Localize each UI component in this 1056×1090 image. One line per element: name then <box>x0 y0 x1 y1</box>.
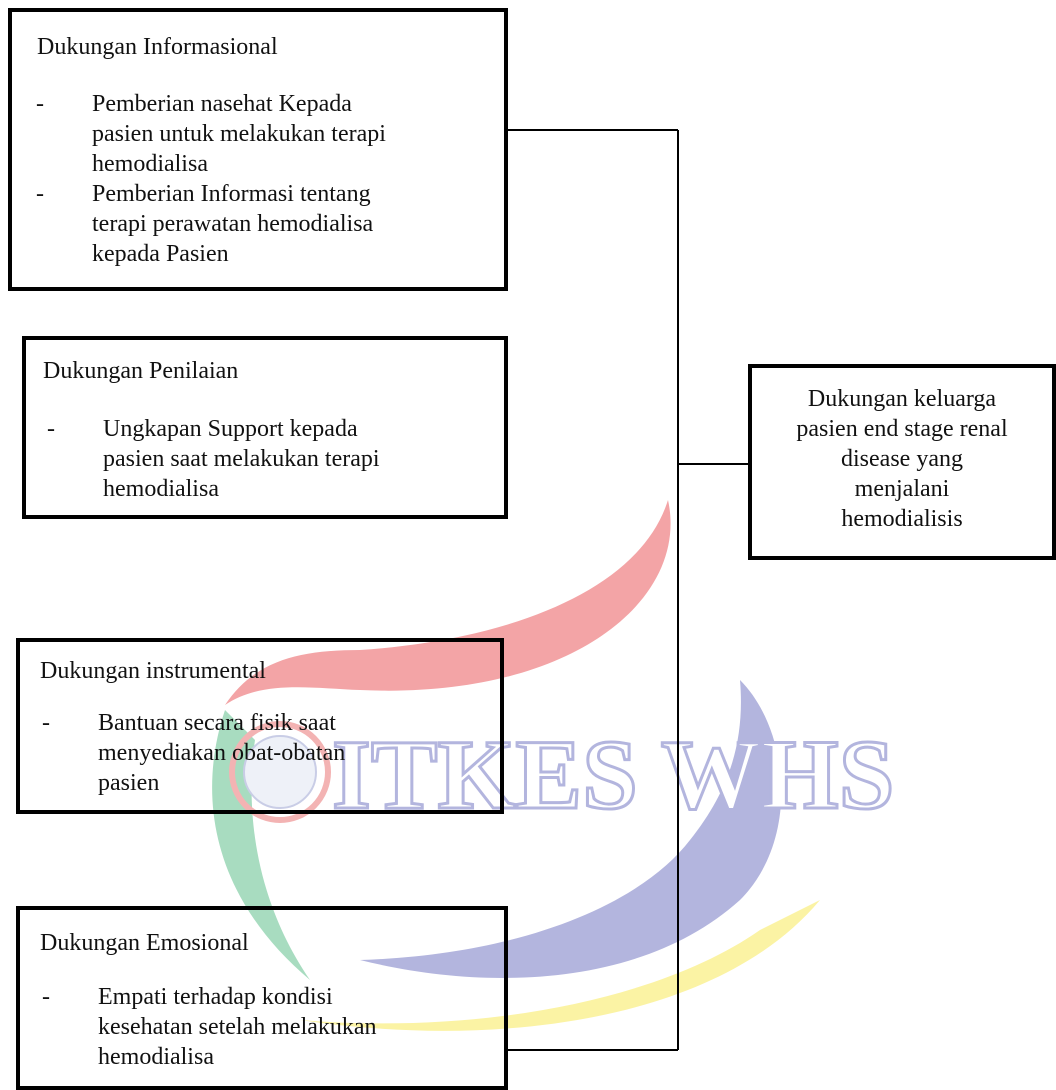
target-text: Dukungan keluarga pasien end stage renal… <box>752 384 1052 534</box>
box-dukungan-instrumental: Dukungan instrumental - Bantuan secara f… <box>16 638 504 814</box>
list-item: - Ungkapan Support kepada pasien saat me… <box>47 414 380 504</box>
target-line: menjalani <box>854 476 950 502</box>
list-item-line: Empati terhadap kondisi <box>98 984 333 1010</box>
bullet-dash: - <box>42 710 50 736</box>
globe-emblem-icon <box>229 721 331 823</box>
watermark-yellow-arc <box>300 900 820 1031</box>
list-item-line: Pemberian Informasi tentang <box>92 181 371 207</box>
list-item: - Pemberian nasehat Kepada pasien untuk … <box>36 89 386 179</box>
bullet-list: - Empati terhadap kondisi kesehatan sete… <box>42 982 377 1072</box>
list-item-line: hemodialisa <box>103 476 219 502</box>
list-item-line: hemodialisa <box>98 1044 214 1070</box>
bullet-dash: - <box>36 91 44 117</box>
bullet-dash: - <box>36 181 44 207</box>
watermark-blue-arc <box>360 680 782 978</box>
list-item-line: pasien saat melakukan terapi <box>103 446 380 472</box>
box-title: Dukungan Informasional <box>37 34 278 60</box>
list-item-line: pasien <box>98 770 160 796</box>
target-line: Dukungan keluarga <box>807 386 997 412</box>
box-dukungan-keluarga: Dukungan keluarga pasien end stage renal… <box>748 364 1056 560</box>
box-dukungan-informasional: Dukungan Informasional - Pemberian naseh… <box>8 8 508 291</box>
list-item-line: terapi perawatan hemodialisa <box>92 211 374 237</box>
box-title: Dukungan Penilaian <box>43 358 239 384</box>
bullet-list: - Bantuan secara fisik saat menyediakan … <box>42 708 346 798</box>
target-line: pasien end stage renal <box>796 416 1008 442</box>
box-title: Dukungan Emosional <box>40 930 249 956</box>
list-item-line: pasien untuk melakukan terapi <box>92 121 386 147</box>
list-item: - Empati terhadap kondisi kesehatan sete… <box>42 982 377 1072</box>
target-line: hemodialisis <box>841 506 963 532</box>
bullet-dash: - <box>42 984 50 1010</box>
list-item-line: Pemberian nasehat Kepada <box>92 91 352 117</box>
bullet-list: - Ungkapan Support kepada pasien saat me… <box>47 414 380 504</box>
box-title: Dukungan instrumental <box>40 658 266 684</box>
watermark-red-swoosh <box>225 500 671 705</box>
watermark-green-arc <box>212 710 310 980</box>
box-dukungan-penilaian: Dukungan Penilaian - Ungkapan Support ke… <box>22 336 508 519</box>
globe-emblem-inner <box>243 735 317 809</box>
list-item-line: menyediakan obat-obatan <box>98 740 346 766</box>
list-item-line: Bantuan secara fisik saat <box>98 710 336 736</box>
bullet-list: - Pemberian nasehat Kepada pasien untuk … <box>36 89 386 269</box>
list-item: - Pemberian Informasi tentang terapi per… <box>36 179 386 269</box>
list-item: - Bantuan secara fisik saat menyediakan … <box>42 708 346 798</box>
list-item-line: Ungkapan Support kepada <box>103 416 358 442</box>
bullet-dash: - <box>47 416 55 442</box>
target-line: disease yang <box>841 446 963 472</box>
list-item-line: kepada Pasien <box>92 241 229 267</box>
list-item-line: hemodialisa <box>92 151 208 177</box>
list-item-line: kesehatan setelah melakukan <box>98 1014 377 1040</box>
box-dukungan-emosional: Dukungan Emosional - Empati terhadap kon… <box>16 906 508 1090</box>
